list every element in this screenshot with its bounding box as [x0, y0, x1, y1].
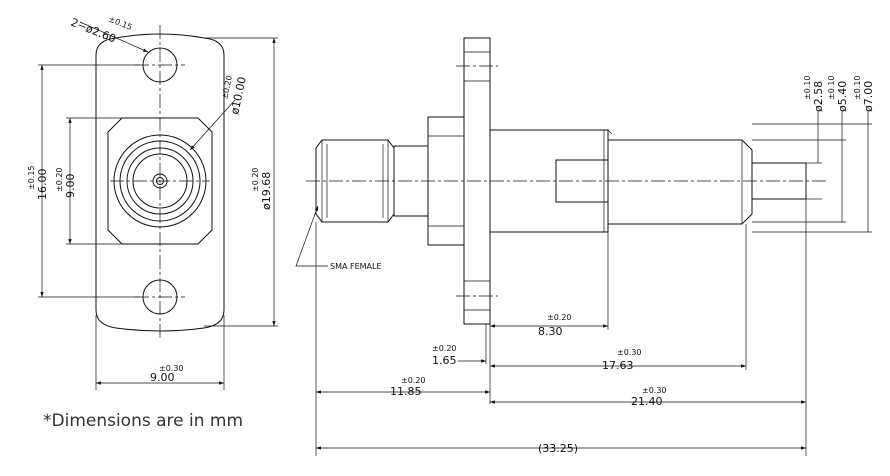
- mid-dia-tol: ±0.10: [827, 75, 836, 100]
- d-21-40-label: 21.40: [631, 395, 663, 408]
- inner-dia-leader: [189, 99, 236, 151]
- hex-body: [107, 117, 213, 245]
- body-dia-label: ø7.00: [862, 81, 875, 112]
- height-total-label: 16.00: [36, 169, 49, 201]
- front-view: ±0.15 2−ø2.60 ø10.00 ±0.20 16.00 ±0.15 9…: [27, 15, 278, 390]
- d-11-85-tol: ±0.20: [401, 376, 426, 385]
- pin-dia-label: ø2.58: [812, 81, 825, 112]
- body-section: [608, 139, 753, 225]
- side-view: ø2.58 ±0.10 ø5.40 ±0.10 ø7.00 ±0.10 SMA …: [295, 37, 875, 456]
- d-8-30-tol: ±0.20: [547, 313, 572, 322]
- d-17-63-tol: ±0.30: [617, 348, 642, 357]
- d-total-label: (33.25): [538, 442, 578, 455]
- mid-dia-label: ø5.40: [836, 81, 849, 112]
- hole-dia-tol: ±0.15: [107, 15, 133, 33]
- d-17-63-label: 17.63: [602, 359, 634, 372]
- pin-dia-tol: ±0.10: [803, 75, 812, 100]
- height-inner-label: 9.00: [64, 174, 77, 199]
- d-1-65-label: 1.65: [432, 354, 457, 367]
- hole-leader: [79, 21, 149, 53]
- width-tol: ±0.30: [159, 364, 184, 373]
- height-inner-tol: ±0.20: [55, 167, 64, 192]
- units-note: *Dimensions are in mm: [43, 411, 244, 431]
- width-label: 9.00: [150, 371, 175, 384]
- sma-callout: SMA FEMALE: [330, 262, 382, 271]
- sma-leader: [295, 205, 328, 267]
- outer-dia-label: ø19.68: [260, 172, 273, 210]
- d-8-30-label: 8.30: [538, 325, 563, 338]
- height-total-tol: ±0.15: [27, 165, 36, 190]
- d-11-85-label: 11.85: [390, 385, 422, 398]
- d-1-65-tol: ±0.20: [432, 344, 457, 353]
- outer-dia-tol: ±0.20: [251, 167, 260, 192]
- body-dia-tol: ±0.10: [853, 75, 862, 100]
- d-21-40-tol: ±0.30: [642, 386, 667, 395]
